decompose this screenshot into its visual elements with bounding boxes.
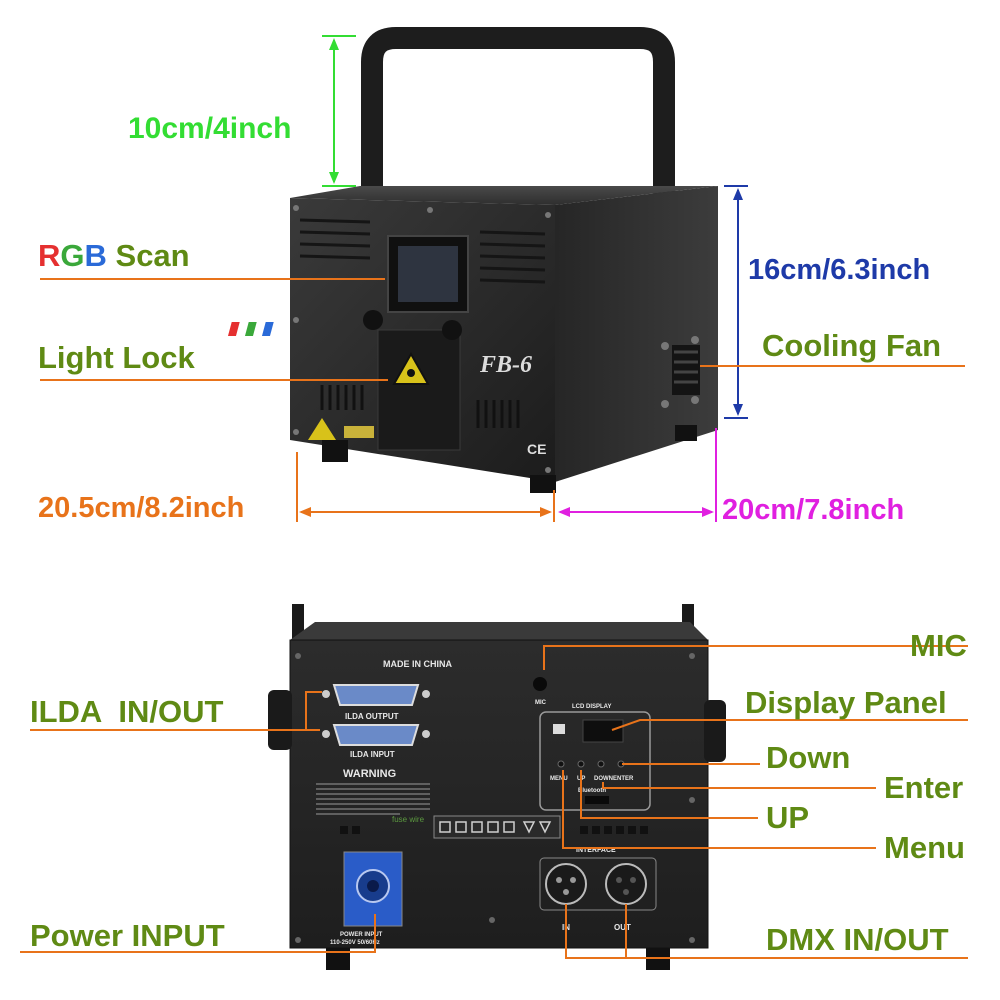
ilda-output-text: ILDA OUTPUT	[345, 712, 399, 721]
lcd-display-text: LCD DISPLAY	[572, 704, 611, 710]
model-name: FB-6	[479, 352, 532, 378]
btn-enter-text: ENTER	[613, 776, 634, 782]
bluetooth-text: Bluetooth	[578, 788, 606, 794]
voltage-text: 110-250V 50/60Hz	[330, 940, 380, 946]
ilda-output-port	[322, 684, 430, 706]
dmx-in-port	[545, 863, 587, 905]
down-label: Down	[766, 740, 851, 775]
light-lock-shutter	[363, 310, 462, 451]
btn-down-text: DOWN	[594, 776, 613, 782]
rgb-r-letter: R	[38, 238, 61, 273]
cooling-fan-label: Cooling Fan	[762, 328, 942, 363]
rgb-scan-label: RGB Scan	[38, 240, 190, 271]
dmx-label: DMX IN/OUT	[766, 922, 949, 957]
ce-mark: CE	[527, 441, 546, 457]
cooling-fan-grille	[672, 345, 700, 395]
ilda-label: ILDA IN/OUT	[30, 694, 224, 729]
warning-text: WARNING	[343, 768, 396, 780]
btn-menu-text: MENU	[550, 776, 568, 782]
mic-label: MIC	[910, 628, 967, 663]
dim-width: 20.5cm/8.2inch	[38, 492, 245, 524]
menu-label: Menu	[884, 830, 965, 865]
front-device: CE FB-6	[227, 27, 718, 493]
lcd-screen	[582, 719, 624, 743]
interface-text: INTERFACE	[576, 847, 616, 854]
dim-height-body: 16cm/6.3inch	[748, 254, 931, 286]
display-panel-frame	[539, 711, 651, 811]
power-input-text: POWER INPUT	[340, 932, 383, 938]
made-in-text: MADE IN CHINA	[383, 659, 452, 669]
mic-small-text: MIC	[535, 700, 547, 706]
display-panel-label: Display Panel	[745, 685, 947, 720]
light-lock-label: Light Lock	[38, 340, 195, 375]
ilda-input-port	[322, 724, 430, 746]
back-callout-lines	[20, 645, 968, 959]
dim-height-handle: 10cm/4inch	[128, 112, 292, 145]
ilda-input-text: ILDA INPUT	[350, 750, 395, 759]
back-device: ILDA OUTPUT ILDA INPUT MADE IN CHINA WAR…	[268, 604, 726, 970]
front-callout-lines	[40, 278, 965, 381]
dmx-out-text: OUT	[614, 923, 631, 932]
enter-label: Enter	[884, 770, 964, 805]
rgb-b-letter: B	[84, 238, 107, 273]
dmx-out-port	[605, 863, 647, 905]
dimension-lines	[296, 35, 748, 522]
fuse-text: fuse wire	[392, 815, 425, 824]
dim-depth: 20cm/7.8inch	[722, 494, 905, 526]
rgb-g-letter: G	[60, 238, 85, 273]
rgb-scan-word: Scan	[106, 238, 190, 273]
mic-hole	[533, 677, 547, 691]
up-label: UP	[766, 800, 810, 835]
power-input-label: Power INPUT	[30, 918, 225, 953]
